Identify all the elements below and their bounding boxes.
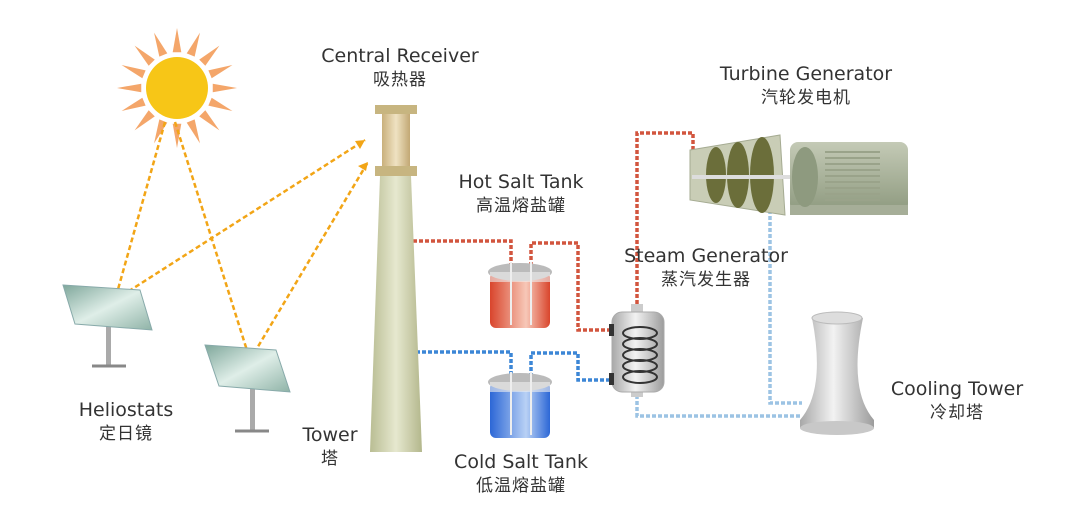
sun-ray	[208, 97, 233, 111]
generator	[790, 142, 908, 215]
sun-ray	[172, 28, 182, 53]
sun-ray	[212, 83, 237, 93]
cold-salt-tank	[488, 372, 552, 438]
sun-ray	[172, 123, 182, 148]
tower-shaft	[370, 176, 422, 452]
central-receiver	[375, 105, 417, 176]
sun-ray	[186, 119, 200, 144]
sunlight-paths	[113, 121, 370, 361]
heliostat-2	[204, 344, 291, 433]
sun-ray	[134, 45, 155, 66]
sun-ray	[117, 83, 142, 93]
turbine	[689, 134, 800, 216]
sun-ray	[199, 45, 220, 66]
sun-ray	[199, 110, 220, 131]
hot-salt-tank	[488, 262, 552, 328]
sun-ray	[186, 32, 200, 57]
sun-icon	[117, 28, 237, 148]
coil-loop	[622, 370, 658, 384]
sun-ray	[208, 65, 233, 79]
steam-generator	[609, 304, 665, 397]
heliostat-1	[62, 284, 153, 368]
sun-ray	[134, 110, 155, 131]
cooling-tower	[800, 311, 874, 435]
sun-ray	[154, 32, 168, 57]
sun-ray	[121, 97, 146, 111]
sun-ray	[121, 65, 146, 79]
